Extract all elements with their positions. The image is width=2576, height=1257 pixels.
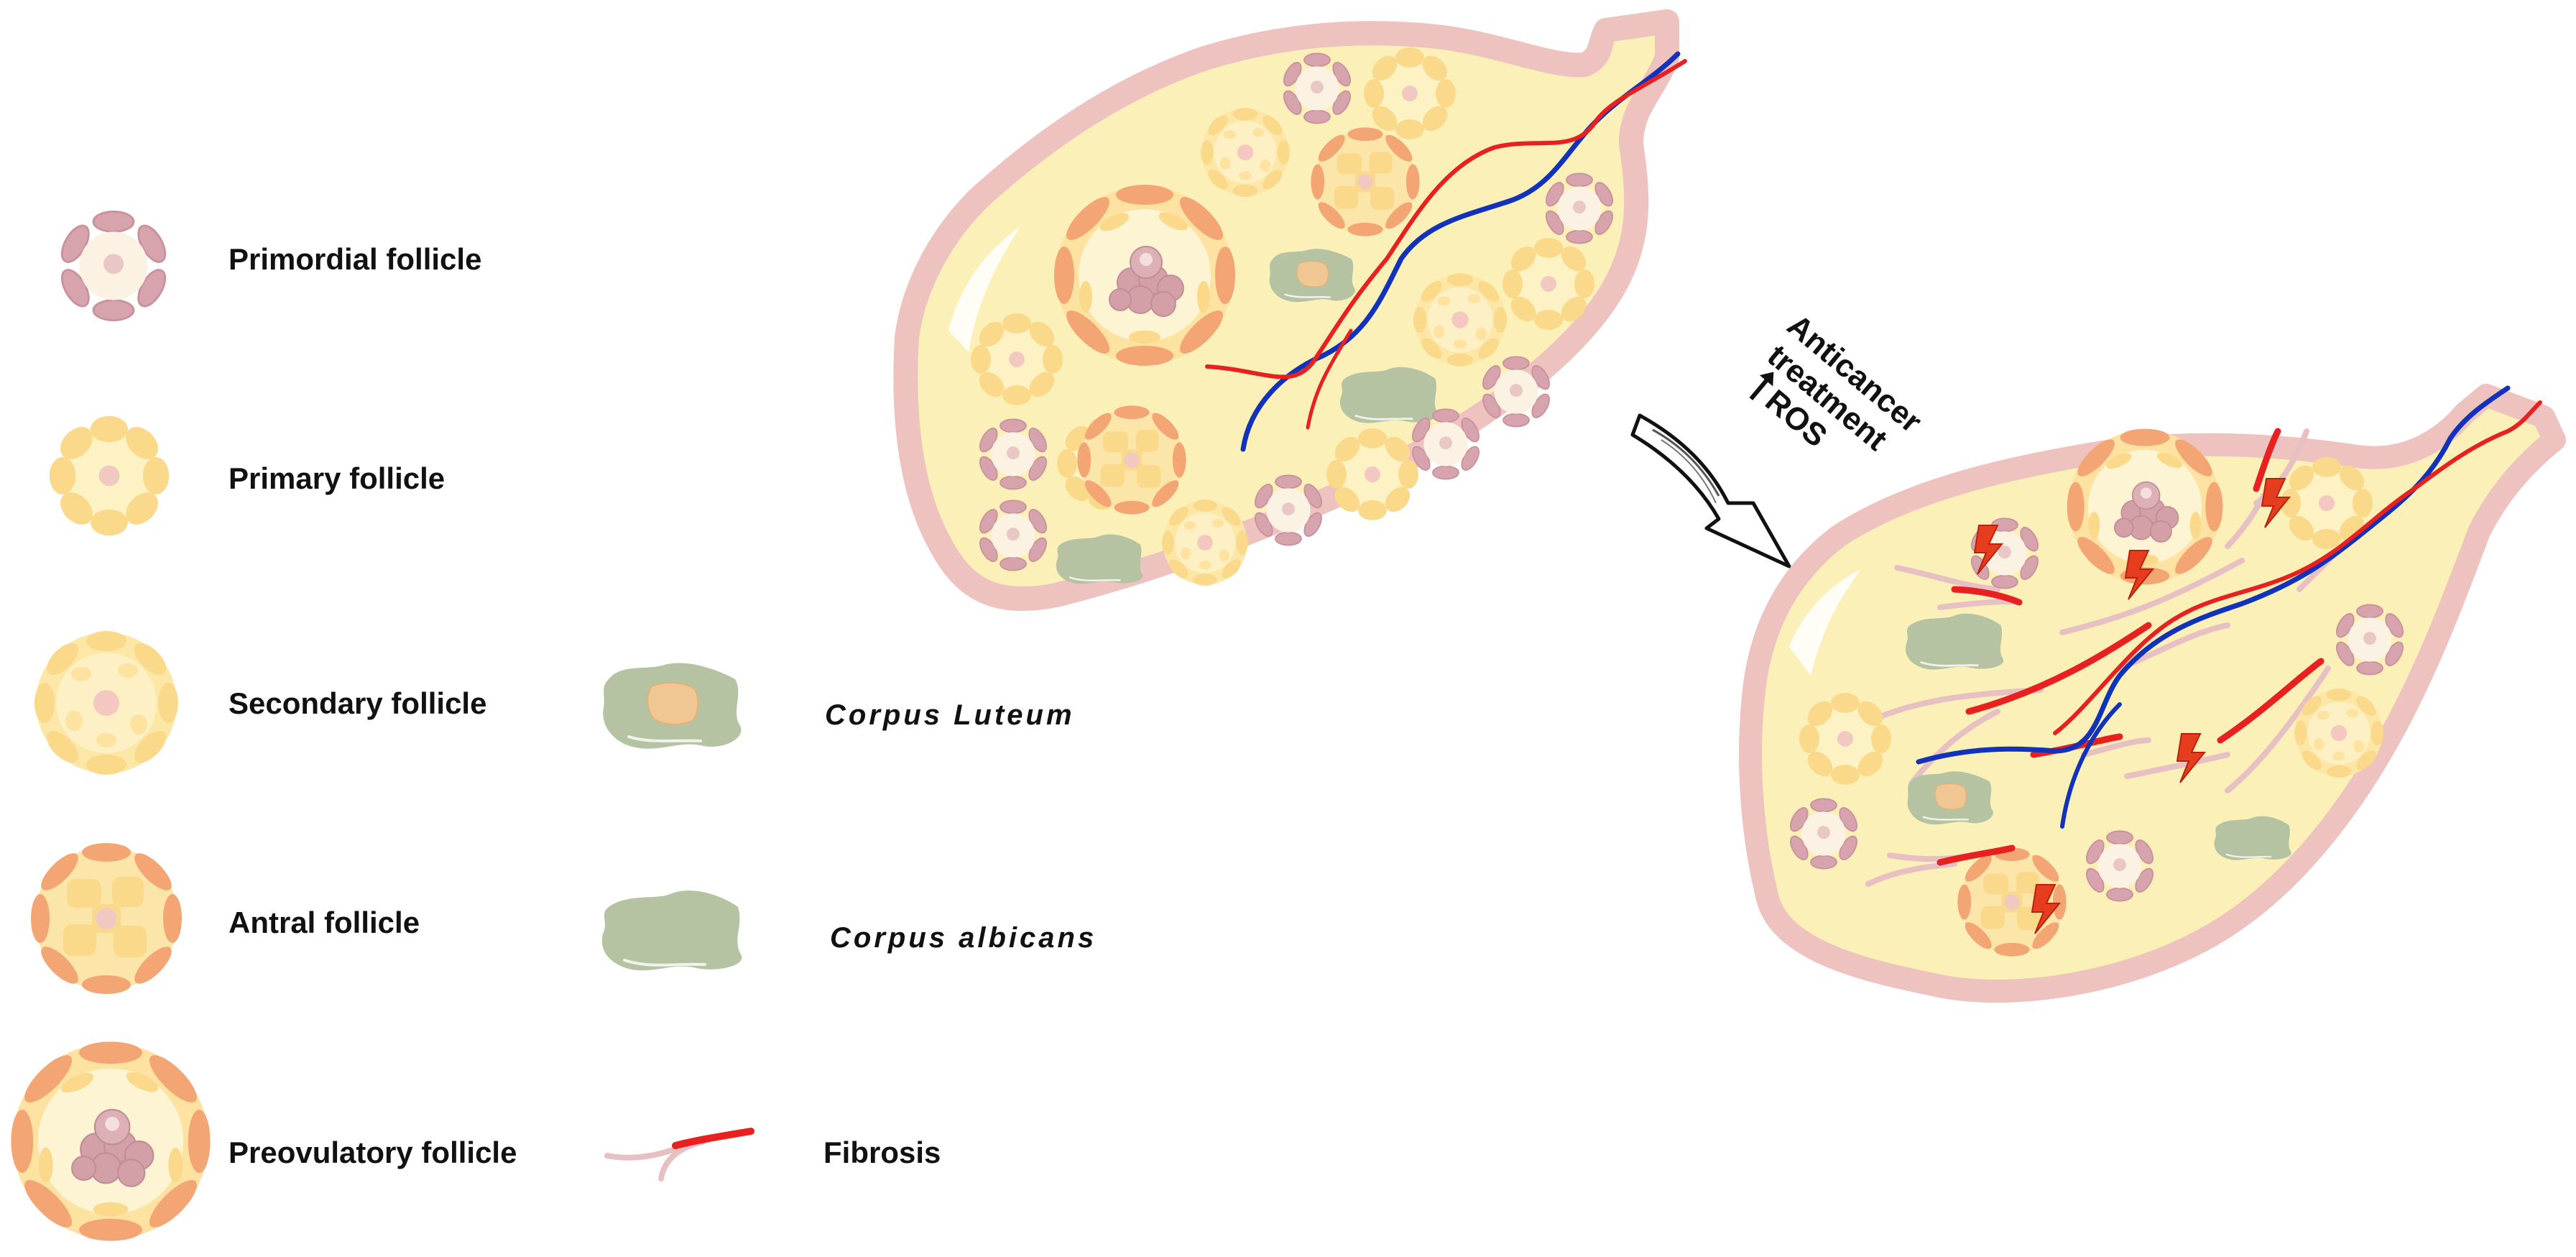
- up-arrow-icon: [1749, 372, 1774, 401]
- primordial-follicle-icon: [55, 210, 172, 322]
- legend-label-preovulatory: Preovulatory follicle: [228, 1136, 517, 1169]
- legend-item-corpus-luteum: Corpus Luteum: [601, 661, 1075, 750]
- healthy-blood-vessels: [1205, 51, 1687, 452]
- legend-item-secondary: Secondary follicle: [34, 631, 486, 775]
- antral-follicle-icon: [31, 843, 183, 994]
- damaged-ovary: [1739, 384, 2566, 1003]
- preovulatory-follicle-icon: [10, 1041, 211, 1242]
- legend-item-primary: Primary follicle: [49, 415, 445, 536]
- primary-follicle-icon: [49, 415, 170, 536]
- healthy-artery: [1205, 59, 1687, 379]
- legend-label-primary: Primary follicle: [228, 461, 445, 495]
- legend-label-fibrosis: Fibrosis: [823, 1136, 941, 1169]
- legend-label-secondary: Secondary follicle: [228, 686, 486, 720]
- damaged-blood-vessels: [1916, 385, 2542, 829]
- legend-label-corpus-albicans: Corpus albicans: [830, 922, 1097, 954]
- healthy-ovary-highlight: [948, 226, 1020, 352]
- fibrosis-icon: [604, 1128, 754, 1182]
- damaged-vein: [1916, 385, 2511, 765]
- damaged-artery: [2053, 400, 2542, 735]
- legend-item-corpus-albicans: Corpus albicans: [600, 889, 1097, 972]
- legend: Primordial follicle Primary follicle Sec…: [10, 210, 1097, 1242]
- healthy-ovary: [893, 9, 1687, 612]
- curved-arrow-icon: [1630, 413, 1791, 568]
- arrow-text-group: Anticancer treatment ROS: [1749, 308, 1929, 458]
- legend-label-primordial: Primordial follicle: [228, 242, 481, 276]
- damaged-ovary-highlight: [1789, 569, 1861, 676]
- secondary-follicle-icon: [34, 631, 178, 775]
- legend-item-preovulatory: Preovulatory follicle: [10, 1041, 517, 1242]
- legend-label-corpus-luteum: Corpus Luteum: [825, 699, 1075, 731]
- legend-item-primordial: Primordial follicle: [55, 210, 481, 322]
- fibrosis-lesions: [1936, 428, 2325, 866]
- corpus-albicans-icon: [600, 889, 744, 972]
- legend-label-antral: Antral follicle: [228, 906, 420, 939]
- legend-item-antral: Antral follicle: [31, 843, 420, 994]
- legend-item-fibrosis: Fibrosis: [604, 1128, 941, 1182]
- corpus-luteum-icon: [601, 661, 743, 750]
